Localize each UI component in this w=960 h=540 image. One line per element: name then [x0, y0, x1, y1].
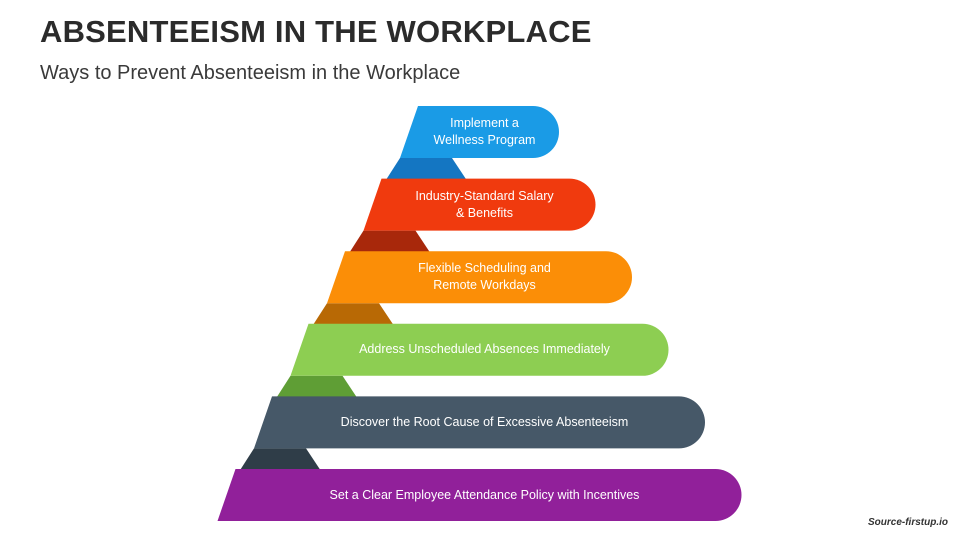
step-1-band [400, 106, 559, 158]
step-4-band [290, 323, 669, 376]
page-subtitle: Ways to Prevent Absenteeism in the Workp… [40, 62, 461, 84]
step-6-label: Set a Clear Employee Attendance Policy w… [329, 487, 640, 502]
step-4-shade [276, 375, 358, 399]
step-4-label: Address Unscheduled Absences Immediately [359, 342, 610, 357]
step-3-shade [312, 303, 394, 326]
step-3-label: Flexible Scheduling and Remote Workdays [418, 261, 551, 293]
source-credit: Source-firstup.io [867, 517, 948, 528]
page-title: ABSENTEEISM IN THE WORKPLACE [40, 14, 592, 49]
step-1-shade [385, 158, 467, 181]
step-5-label: Discover the Root Cause of Excessive Abs… [340, 414, 629, 429]
step-3-band [327, 251, 632, 304]
step-1-label: Implement a Wellness Program [433, 116, 536, 147]
step-5-shade [239, 448, 321, 471]
step-5-band [254, 396, 705, 449]
step-6-band [217, 469, 742, 521]
step-2-band [363, 178, 596, 231]
step-2-shade [349, 230, 431, 254]
step-2-label: Industry-Standard Salary & Benefits [415, 188, 554, 220]
